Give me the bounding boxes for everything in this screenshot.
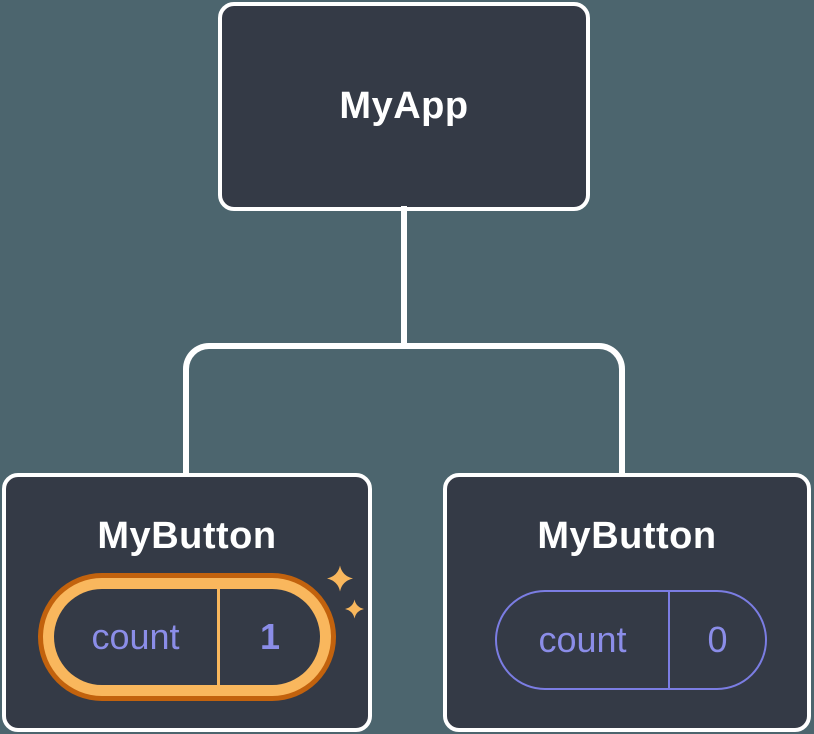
state-name: count [538, 619, 627, 660]
child-node-mybutton-1: MyButton count 1 [2, 473, 372, 732]
connector-root-stem [401, 206, 407, 347]
state-value-cell: 0 [670, 592, 765, 688]
state-pill-divider [217, 589, 220, 685]
state-name-cell: count [497, 592, 668, 688]
sparkles-icon [327, 565, 353, 592]
state-name-cell: count [54, 589, 217, 685]
state-pill-highlight-ring: count 1 [43, 578, 331, 696]
state-pill-highlighted: count 1 [38, 573, 336, 701]
root-node-label: MyApp [339, 85, 469, 127]
root-node-myapp: MyApp [218, 2, 590, 211]
child-node-mybutton-2: MyButton count 0 [443, 473, 811, 732]
child-node-label: MyButton [537, 515, 717, 557]
state-pill: count 0 [495, 590, 767, 690]
state-pill-divider [668, 592, 670, 688]
connector-branch [183, 343, 625, 473]
state-value-cell: 1 [220, 589, 320, 685]
state-value: 1 [259, 616, 281, 657]
state-value: 0 [707, 619, 728, 660]
state-name: count [91, 616, 180, 657]
child-node-label: MyButton [97, 515, 277, 557]
sparkle-small-icon [345, 599, 364, 619]
